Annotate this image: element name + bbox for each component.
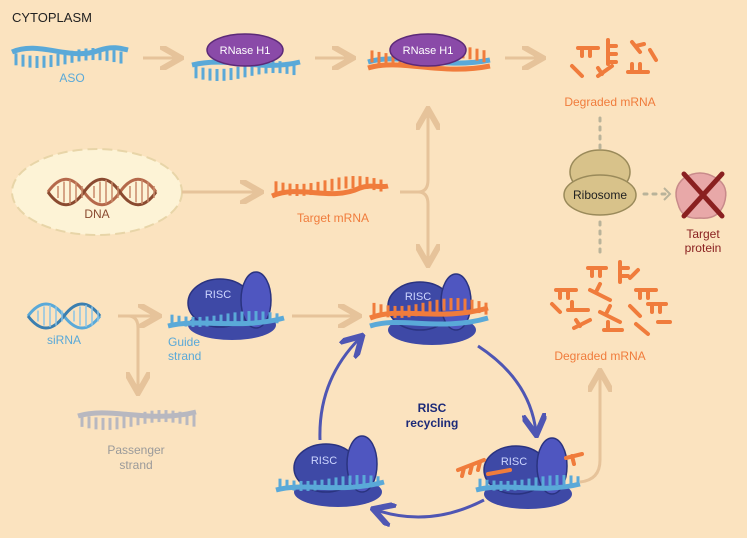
sirna-label: siRNA	[47, 333, 81, 347]
sirna-duplex	[26, 302, 102, 330]
rnase-h1-enzyme	[206, 33, 284, 67]
degraded-mrna-bottom	[550, 260, 672, 336]
guide-strand-label-2: strand	[168, 349, 201, 363]
dotted-arrowhead	[663, 187, 672, 201]
degraded-mrna-top-label: Degraded mRNA	[564, 95, 655, 109]
rnase-h1-label-1: RNase H1	[220, 45, 271, 57]
arrow-sirna-to-passenger	[118, 314, 138, 390]
target-protein-label-2: protein	[685, 241, 722, 255]
risc-label-3: RISC	[501, 456, 527, 468]
target-protein-blocked	[675, 171, 727, 219]
ribosome: Ribosome	[563, 149, 637, 216]
nucleus	[11, 148, 183, 236]
risc-label-4: RISC	[311, 455, 337, 467]
cycle-arrow-left	[318, 338, 360, 441]
risc-guide-complex: RISC	[167, 271, 285, 340]
cytoplasm-title: CYTOPLASM	[12, 10, 92, 25]
rnase-h1-enzyme-bound	[389, 33, 467, 67]
rnase-cleavage-complex: RNase H1	[367, 33, 491, 72]
cycle-arrow-right	[477, 344, 536, 432]
aso-strand	[11, 45, 129, 68]
degraded-mrna-bottom-label: Degraded mRNA	[554, 349, 645, 363]
target-mrna-label: Target mRNA	[297, 211, 369, 225]
degraded-mrna-top	[570, 38, 658, 78]
target-protein-label-1: Target	[686, 227, 720, 241]
risc-target-binding: RISC	[369, 273, 489, 345]
guide-strand-label-1: Guide	[168, 335, 200, 349]
passenger-strand	[77, 409, 197, 430]
arrow-mrna-to-risc	[400, 190, 428, 262]
risc-recycling-label-1: RISC	[418, 401, 447, 415]
ribosome-label: Ribosome	[573, 188, 627, 202]
risc-recycling-label-2: recycling	[406, 416, 459, 430]
rnase-h1-label-2: RNase H1	[403, 45, 454, 57]
aso-label: ASO	[59, 71, 84, 85]
arrow-mrna-to-rnase	[400, 112, 428, 194]
arrow-to-degraded-bottom	[579, 374, 600, 484]
cross-icon	[681, 171, 725, 219]
cycle-arrow-bottom	[376, 498, 485, 517]
dna-label: DNA	[84, 207, 109, 221]
risc-cleaving-complex: RISC	[456, 437, 584, 509]
dna-helix	[46, 177, 158, 207]
risc-label-1: RISC	[205, 289, 231, 301]
passenger-strand-label-2: strand	[119, 458, 152, 472]
target-mrna-strand	[271, 176, 389, 199]
aso-rnase-complex: RNase H1	[191, 33, 301, 81]
passenger-strand-label-1: Passenger	[107, 443, 164, 457]
risc-label-2: RISC	[405, 291, 431, 303]
risc-recycled-complex: RISC	[275, 435, 385, 507]
